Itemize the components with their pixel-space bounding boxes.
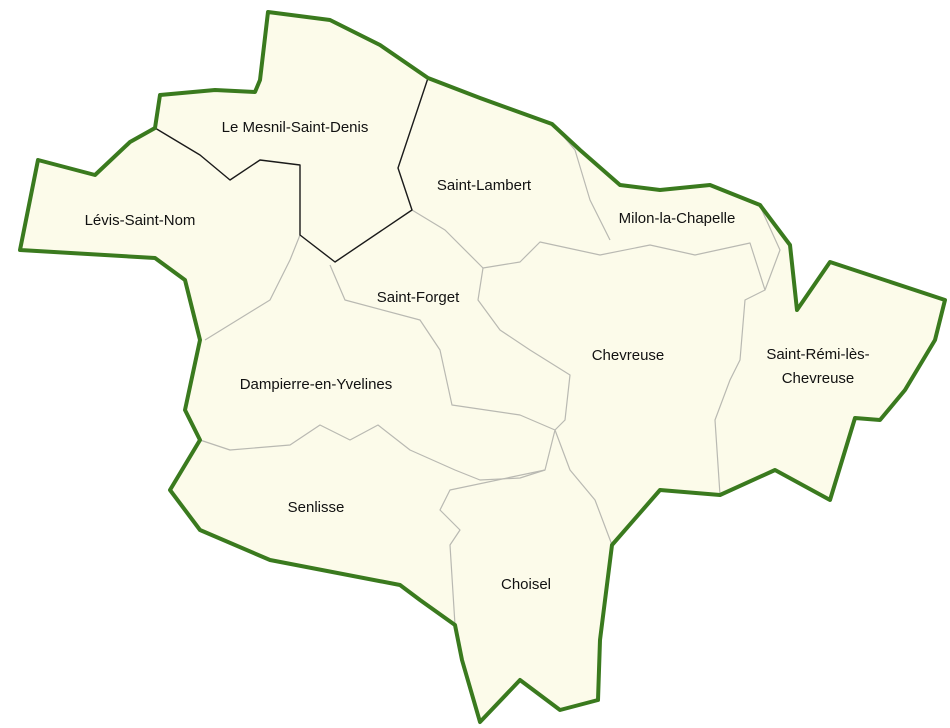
inner-borders [199,123,781,626]
territory-fill [20,12,945,722]
label-le-mesnil-saint-denis: Le Mesnil-Saint-Denis [222,119,369,136]
label-saint-lambert: Saint-Lambert [437,177,532,194]
label-choisel: Choisel [501,576,551,593]
label-senlisse: Senlisse [288,499,345,516]
label-levis-saint-nom: Lévis-Saint-Nom [85,212,196,229]
label-chevreuse: Chevreuse [592,347,665,364]
black-borders [154,77,429,263]
label-saint-remi-line-2: Chevreuse [782,370,855,387]
outer-boundary [18,10,947,724]
label-saint-forget: Saint-Forget [377,289,460,306]
label-saint-remi-line-1: Saint-Rémi-lès- [766,346,869,363]
label-dampierre-en-yvelines: Dampierre-en-Yvelines [240,376,393,393]
label-milon-la-chapelle: Milon-la-Chapelle [619,210,736,227]
